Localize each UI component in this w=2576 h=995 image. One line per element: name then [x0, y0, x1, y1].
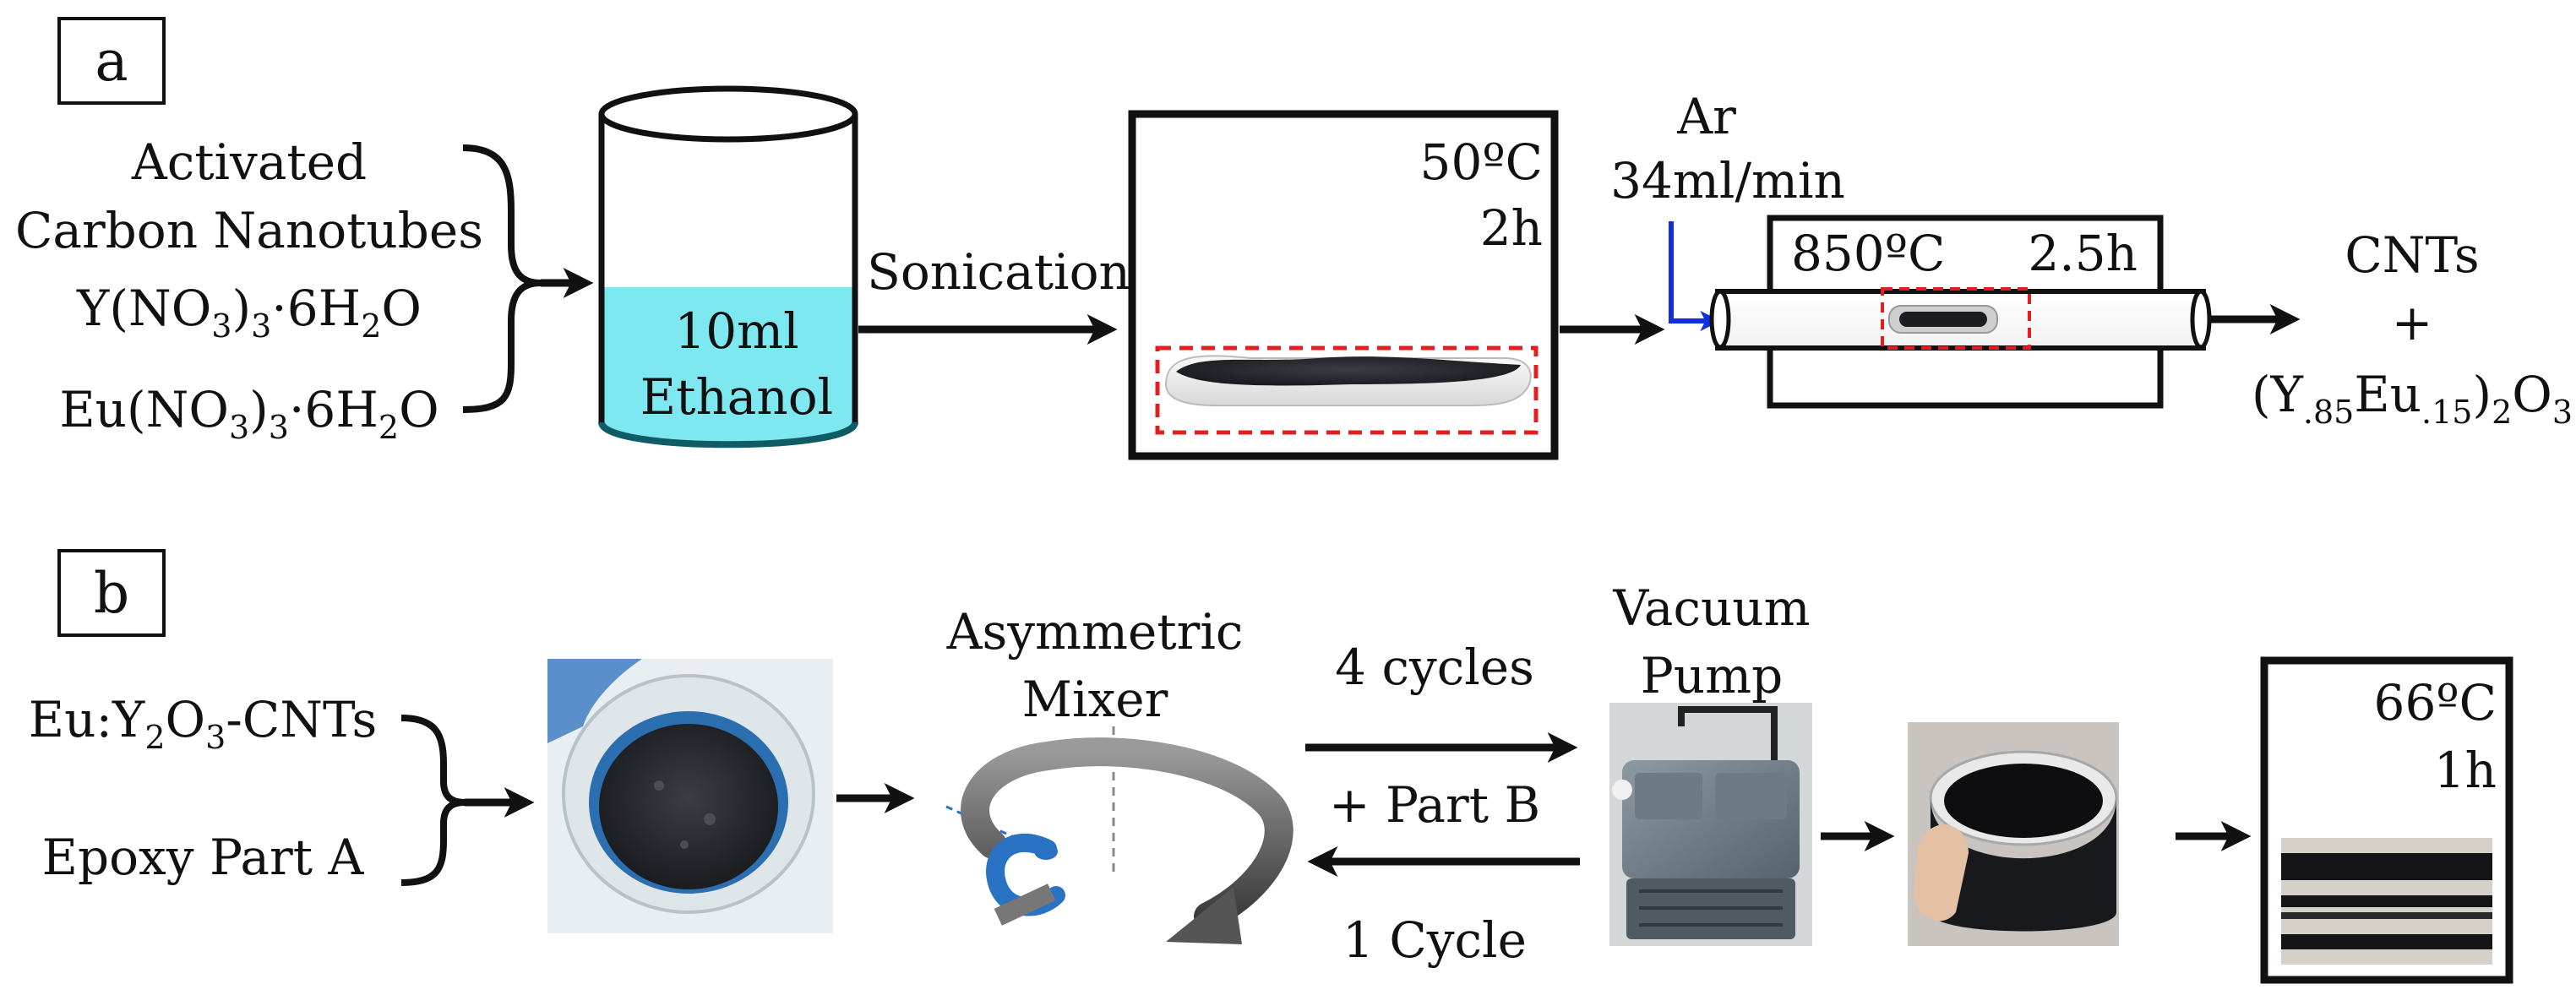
panel-a: a Activated Carbon Nanotubes Y(NO3)3·6H2… — [15, 17, 2573, 460]
pump-photo — [1609, 703, 1812, 946]
pump-label-line2: Pump — [1641, 647, 1784, 704]
furnace-temperature: 850ºC — [1791, 225, 1945, 282]
reagent-activated: Activated — [131, 133, 367, 191]
sonication-label: Sonication — [867, 243, 1130, 301]
reagent-europium-nitrate: Eu(NO3)3·6H2O — [59, 381, 438, 446]
beaker-volume: 10ml — [674, 302, 798, 360]
panel-b-label: b — [94, 561, 129, 626]
panel-a-label-box — [57, 17, 166, 105]
input-epoxy-part-a: Epoxy Part A — [42, 829, 365, 886]
mixer-label-line2: Mixer — [1022, 671, 1168, 728]
product-plus: + — [2392, 294, 2433, 351]
beaker: 10ml Ethanol — [598, 85, 858, 449]
furnace-time: 2.5h — [2028, 225, 2138, 282]
cure-time: 1h — [2434, 742, 2497, 799]
mixer-icon — [945, 726, 1293, 944]
gas-inlet-arrow — [1669, 221, 1721, 331]
tube-furnace: 850ºC 2.5h — [1709, 215, 2212, 409]
reagent-carbon-nanotubes: Carbon Nanotubes — [15, 202, 483, 259]
reagent-brace — [462, 144, 542, 413]
panel-b: b Eu:Y2O3-CNTs Epoxy Part A Asymmetric M… — [29, 549, 2513, 984]
return-cycles-label: 1 Cycle — [1342, 911, 1527, 969]
input-brace — [400, 715, 466, 886]
forward-cycles-label: 4 cycles — [1335, 639, 1534, 696]
gas-name: Ar — [1676, 88, 1736, 145]
gas-flow-rate: 34ml/min — [1610, 152, 1845, 209]
drying-step: 50ºC 2h — [1128, 110, 1559, 460]
pump-label-line1: Vacuum — [1612, 579, 1810, 637]
resin-cup-photo — [1908, 722, 2119, 946]
boat-highlight — [1155, 345, 1539, 435]
drying-time: 2h — [1480, 199, 1543, 257]
beaker-liquid — [602, 287, 855, 445]
cup-photo — [547, 659, 833, 933]
panel-b-label-box — [57, 549, 166, 637]
tube-sample-highlight — [1881, 287, 2031, 350]
drying-temperature: 50ºC — [1420, 133, 1543, 191]
curing-step: 66ºC 1h — [2260, 656, 2513, 984]
mixer-label-line1: Asymmetric — [946, 603, 1244, 661]
product-oxide-formula: (Y.85Eu.15)2O3 — [2252, 366, 2573, 431]
boat-photo — [1164, 355, 1532, 406]
product-cnts: CNTs — [2345, 226, 2479, 284]
beaker-solvent: Ethanol — [640, 368, 833, 426]
panel-a-label: a — [95, 29, 128, 94]
additive-label: + Part B — [1329, 776, 1540, 834]
input-doped-cnts: Eu:Y2O3-CNTs — [29, 691, 377, 756]
cure-temperature: 66ºC — [2374, 674, 2497, 731]
cured-sample-photo — [2281, 838, 2492, 965]
reagent-yttrium-nitrate: Y(NO3)3·6H2O — [76, 280, 422, 345]
